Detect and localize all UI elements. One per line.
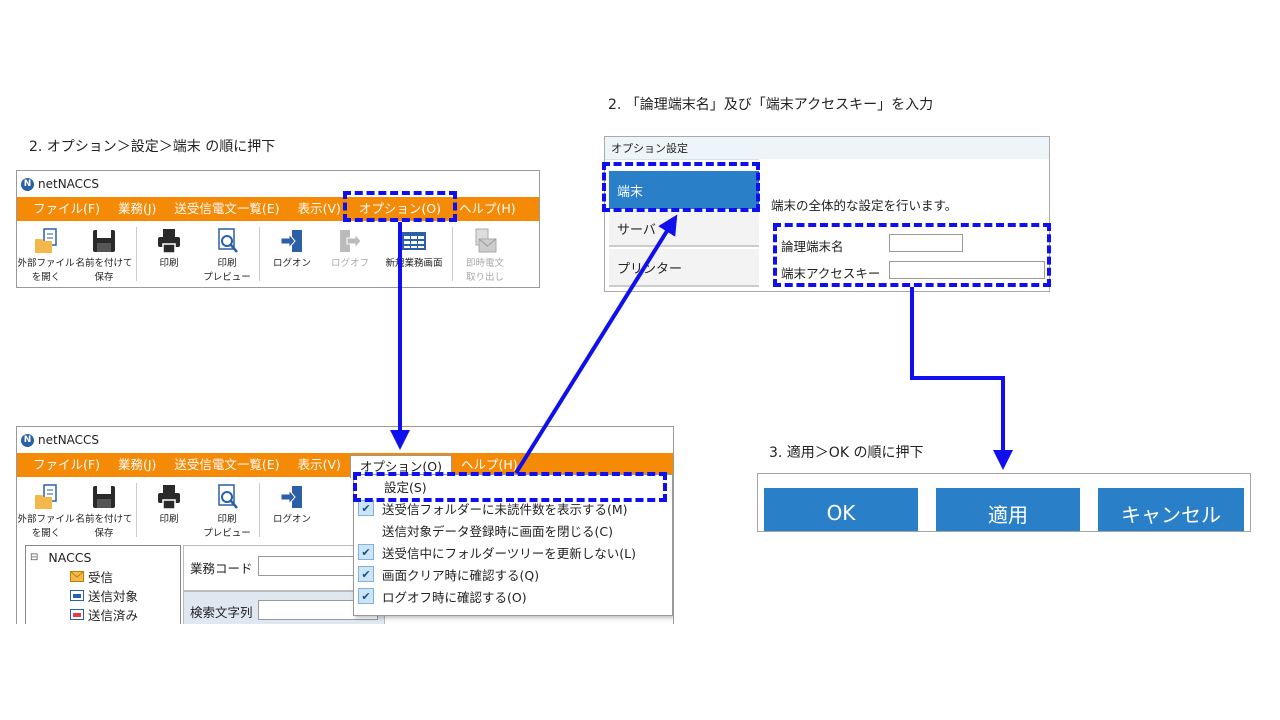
print-button[interactable]: 印刷: [140, 227, 198, 271]
mail-document-icon: [475, 228, 497, 253]
checkmark-icon: ✔: [358, 588, 374, 604]
access-key-label: 端末アクセスキー: [781, 266, 881, 281]
print-preview-icon: [218, 484, 238, 509]
menu-item-close-on-register[interactable]: 送信対象データ登録時に画面を閉じる(C): [382, 523, 613, 539]
floppy-disk-icon: [93, 486, 115, 508]
tray-icon: [70, 590, 84, 601]
search-string-label: 検索文字列: [190, 605, 253, 620]
printer-icon: [158, 229, 180, 254]
menu-business[interactable]: 業務(J): [117, 457, 157, 472]
menu-message-list[interactable]: 送受信電文一覧(E): [174, 457, 280, 472]
instant-message-button[interactable]: 即時電文 取り出し: [456, 227, 514, 285]
logon-button[interactable]: ログオン: [263, 483, 321, 527]
app-title: netNACCS: [38, 177, 100, 191]
highlight-terminal-fields: [773, 223, 1051, 287]
menu-message-list[interactable]: 送受信電文一覧(E): [174, 201, 280, 216]
logical-terminal-label: 論理端末名: [781, 239, 844, 254]
folder-document-icon: [35, 484, 57, 509]
tree-item-send-target[interactable]: 送信対象: [26, 586, 180, 605]
folder-tree: ⊟ NACCS 受信 送信対象 送信済み: [25, 545, 181, 624]
logon-button[interactable]: ログオン: [263, 227, 321, 271]
menu-options-open[interactable]: オプション(O): [349, 454, 452, 478]
tab-server[interactable]: サーバ: [609, 211, 759, 247]
save-as-button[interactable]: 名前を付けて 保存: [75, 483, 133, 541]
menu-options[interactable]: オプション(O): [358, 201, 441, 216]
business-code-label: 業務コード: [190, 561, 253, 576]
ok-button[interactable]: OK: [764, 488, 918, 531]
menu-help[interactable]: ヘルプ(H): [460, 457, 518, 472]
options-dropdown-menu: 設定(S) ✔ 送受信フォルダーに未読件数を表示する(M) 送信対象データ登録時…: [353, 474, 673, 616]
print-preview-icon: [218, 228, 238, 253]
menu-item-confirm-logoff[interactable]: ✔ ログオフ時に確認する(O): [354, 585, 672, 607]
logical-terminal-input[interactable]: [889, 234, 963, 252]
menu-item-show-unread-count[interactable]: ✔ 送受信フォルダーに未読件数を表示する(M): [354, 497, 672, 519]
netnaccs-logo-icon: N: [21, 177, 34, 191]
envelope-icon: [70, 571, 84, 582]
menu-help[interactable]: ヘルプ(H): [458, 201, 516, 216]
highlight-settings-item: [353, 472, 667, 502]
grid-form-icon: [402, 232, 426, 250]
tree-item-sent[interactable]: 送信済み: [26, 605, 180, 624]
toolbar-separator: [136, 227, 137, 281]
highlight-terminal-tab: [602, 162, 760, 212]
logoff-button[interactable]: ログオフ: [321, 227, 379, 271]
caption-step-apply: 3. 適用＞OK の順に押下: [769, 445, 924, 461]
print-button[interactable]: 印刷: [140, 483, 198, 527]
logon-icon: [280, 230, 302, 252]
checkmark-icon: ✔: [358, 500, 374, 516]
printer-icon: [158, 485, 180, 510]
checkmark-icon: ✔: [358, 544, 374, 560]
toolbar-separator: [136, 483, 137, 537]
toolbar-separator: [452, 227, 453, 281]
toolbar: 外部ファイル を開く 名前を付けて 保存 印刷 印刷 プレビュー ログオン ログ…: [17, 221, 539, 287]
tray-sent-icon: [70, 609, 84, 620]
floppy-disk-icon: [93, 230, 115, 252]
arrow-fields-to-buttons: [910, 287, 1013, 470]
new-business-screen-button[interactable]: 新規業務画面: [379, 227, 449, 271]
menu-item-settings[interactable]: 設定(S): [384, 479, 427, 495]
tree-item-received[interactable]: 受信: [26, 567, 180, 586]
netnaccs-window-bottom: N netNACCS ファイル(F) 業務(J) 送受信電文一覧(E) 表示(V…: [16, 426, 674, 624]
caption-step-options: 2. オプション＞設定＞端末 の順に押下: [29, 139, 276, 155]
menu-bar: ファイル(F) 業務(J) 送受信電文一覧(E) 表示(V) オプション(O) …: [17, 197, 539, 221]
caption-step-input: 2. 「論理端末名」及び「端末アクセスキー」を入力: [608, 97, 934, 113]
menu-item-no-tree-refresh[interactable]: ✔ 送受信中にフォルダーツリーを更新しない(L): [354, 541, 672, 563]
search-panel: 検索文字列: [183, 591, 385, 624]
checkmark-icon: ✔: [358, 566, 374, 582]
access-key-input[interactable]: [889, 261, 1045, 279]
logon-icon: [280, 486, 302, 508]
cancel-button[interactable]: キャンセル: [1098, 488, 1244, 531]
collapse-icon[interactable]: ⊟: [30, 552, 39, 563]
print-preview-button[interactable]: 印刷 プレビュー: [198, 483, 256, 541]
highlight-options-menu: [343, 191, 457, 222]
folder-document-icon: [35, 228, 57, 253]
terminal-description: 端末の全体的な設定を行います。: [771, 198, 958, 213]
menu-view[interactable]: 表示(V): [297, 457, 341, 472]
terminal-settings-panel: 端末の全体的な設定を行います。 論理端末名 端末アクセスキー: [759, 159, 1049, 291]
menu-business[interactable]: 業務(J): [117, 201, 157, 216]
menu-item-confirm-clear[interactable]: ✔ 画面クリア時に確認する(Q): [354, 563, 672, 585]
netnaccs-logo-icon: N: [21, 433, 34, 447]
menu-bar: ファイル(F) 業務(J) 送受信電文一覧(E) 表示(V) オプション(O) …: [17, 453, 673, 478]
title-bar: N netNACCS: [17, 427, 673, 453]
dialog-buttons-strip: OK 適用 キャンセル: [757, 473, 1251, 532]
business-code-panel: 業務コード: [183, 545, 385, 591]
app-title: netNACCS: [38, 433, 100, 447]
logoff-icon: [340, 230, 362, 252]
tree-root[interactable]: ⊟ NACCS: [30, 550, 92, 565]
open-external-file-button[interactable]: 外部ファイル を開く: [17, 227, 75, 285]
apply-button[interactable]: 適用: [936, 488, 1080, 531]
arrow-settings-to-dialog: [514, 214, 678, 475]
tab-terminal[interactable]: 端末: [609, 171, 759, 209]
menu-view[interactable]: 表示(V): [297, 201, 341, 216]
print-preview-button[interactable]: 印刷 プレビュー: [198, 227, 256, 285]
netnaccs-window-top: N netNACCS ファイル(F) 業務(J) 送受信電文一覧(E) 表示(V…: [16, 170, 540, 288]
menu-file[interactable]: ファイル(F): [33, 201, 100, 216]
save-as-button[interactable]: 名前を付けて 保存: [75, 227, 133, 285]
toolbar-separator: [259, 483, 260, 537]
open-external-file-button[interactable]: 外部ファイル を開く: [17, 483, 75, 541]
menu-file[interactable]: ファイル(F): [33, 457, 100, 472]
toolbar-separator: [259, 227, 260, 281]
